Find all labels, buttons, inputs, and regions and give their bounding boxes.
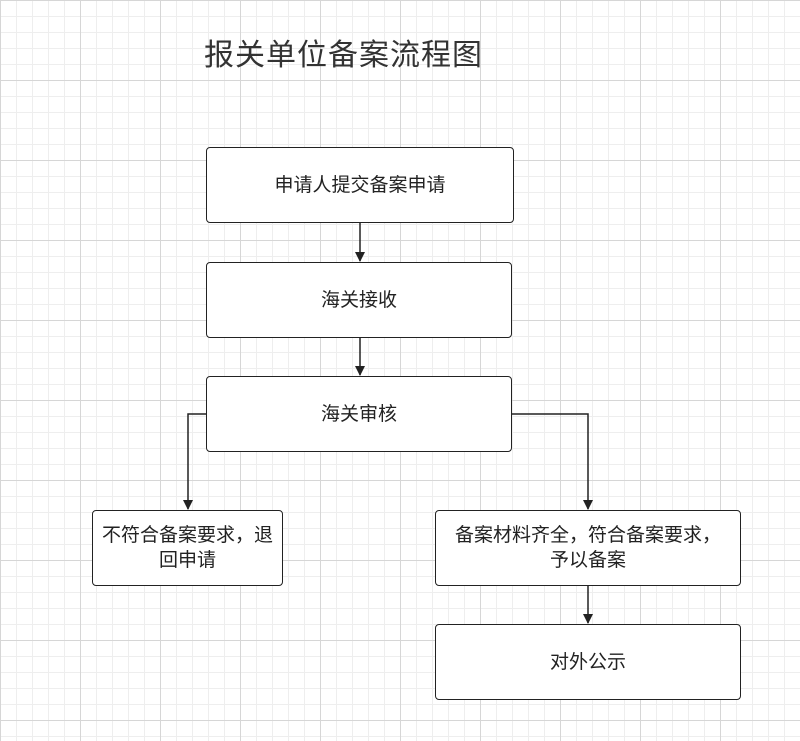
node-customs-receive-label: 海关接收 <box>320 288 397 311</box>
node-approve-filing-label: 备案材料齐全，符合备案要求，予以备案 <box>454 524 721 571</box>
node-approve-filing[interactable]: 备案材料齐全，符合备案要求，予以备案 <box>435 510 741 586</box>
node-submit-application[interactable]: 申请人提交备案申请 <box>206 147 514 223</box>
diagram-title: 报关单位备案流程图 <box>204 38 483 73</box>
node-reject-application-label: 不符合备案要求，退回申请 <box>101 524 273 571</box>
node-customs-receive[interactable]: 海关接收 <box>206 262 512 338</box>
node-reject-application[interactable]: 不符合备案要求，退回申请 <box>92 510 283 586</box>
node-public-announcement[interactable]: 对外公示 <box>435 624 741 700</box>
node-customs-review[interactable]: 海关审核 <box>206 376 512 452</box>
node-customs-review-label: 海关审核 <box>320 402 397 425</box>
node-public-announcement-label: 对外公示 <box>549 650 626 673</box>
arrow-review-to-reject <box>183 413 206 510</box>
node-submit-application-label: 申请人提交备案申请 <box>274 173 446 196</box>
arrow-review-to-approve <box>512 413 593 510</box>
